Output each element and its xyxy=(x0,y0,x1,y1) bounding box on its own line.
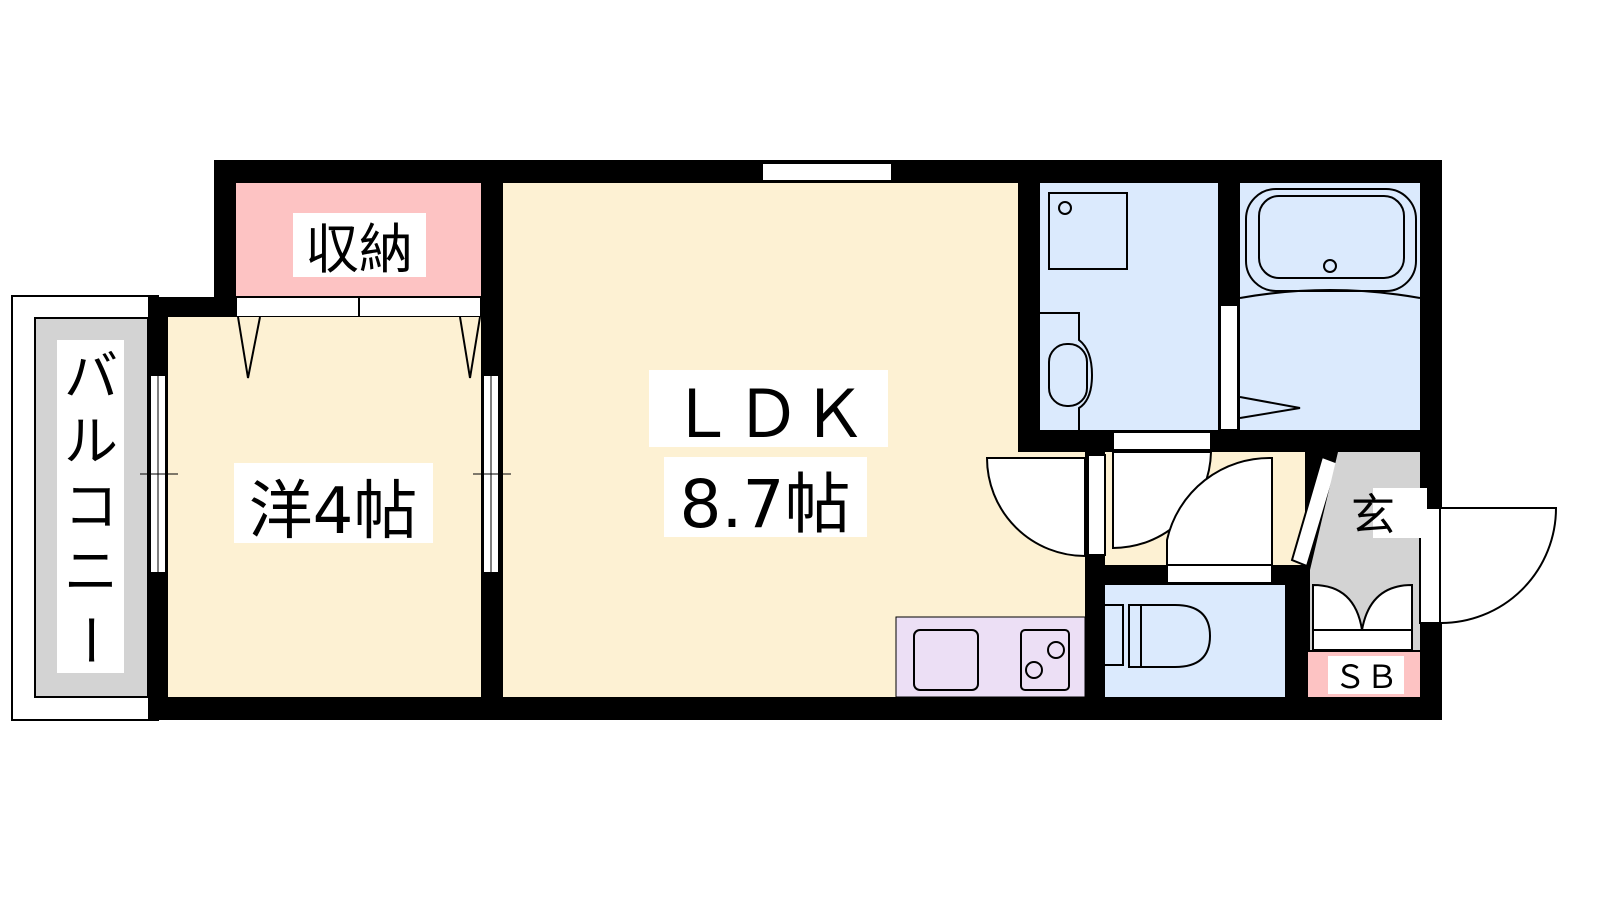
balcony-char: バ xyxy=(64,345,118,408)
window-top xyxy=(761,162,893,182)
label-ldk-size: 8.7帖 xyxy=(680,466,851,543)
label-balcony: バ ル コ ニ ー xyxy=(58,345,121,667)
stove-icon xyxy=(1020,629,1070,691)
bathroom xyxy=(1240,183,1420,430)
balcony-char: ル xyxy=(64,410,118,473)
label-storage: 収納 xyxy=(305,218,413,281)
balcony-char: ニ xyxy=(64,540,118,603)
label-ldk: ＬＤＫ xyxy=(669,376,867,453)
label-shoe-box: ＳＢ xyxy=(1334,658,1398,696)
label-western-room: 洋4帖 xyxy=(249,475,418,549)
balcony-char: ー xyxy=(58,613,121,667)
sink-icon xyxy=(913,629,979,691)
toilet-room xyxy=(1105,585,1285,697)
washroom xyxy=(1040,183,1218,430)
balcony-char: コ xyxy=(64,475,118,538)
balcony xyxy=(11,295,159,721)
bath-door xyxy=(1219,304,1239,431)
label-entrance: 玄 xyxy=(1351,490,1395,541)
